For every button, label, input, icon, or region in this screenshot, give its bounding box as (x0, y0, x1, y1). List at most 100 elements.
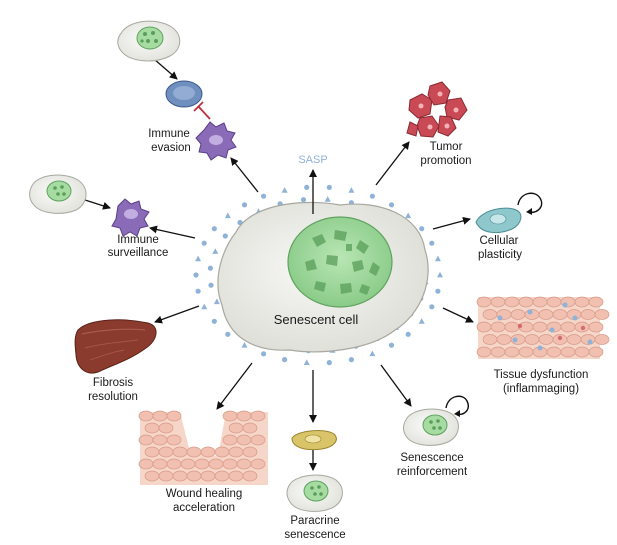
sasp-factor (388, 342, 395, 348)
tumor-promotion-group: Tumor promotion (406, 81, 472, 167)
tissue-cell (546, 296, 562, 308)
arrow-immune-evasion (230, 157, 259, 193)
tissue-cell (594, 334, 610, 345)
arrow-left-cell-to-macrophage (84, 199, 111, 210)
wound-tissue-cell (158, 446, 174, 458)
wound-tissue-cell (172, 470, 188, 482)
sasp-factor (195, 288, 201, 294)
sasp-factor (282, 357, 288, 363)
arrow-tissue-dysfunction (442, 307, 474, 323)
wound-tissue-cell (166, 458, 182, 470)
senescence-reinforcement-group: Senescence reinforcement (397, 395, 469, 478)
tissue-cell (574, 346, 590, 358)
wound-tissue-cell (208, 458, 224, 470)
sasp-factor (303, 359, 310, 366)
wound-tissue-cell (250, 434, 266, 446)
senescent-cell-small-top-icon (117, 20, 181, 62)
sasp-label: SASP (298, 154, 327, 166)
wound-tissue-cell (194, 458, 210, 470)
wound-tissue-cell (166, 410, 182, 422)
wound-tissue-cell (186, 470, 202, 482)
tissue-cell (490, 346, 506, 358)
tissue-cell (504, 296, 520, 308)
tissue-cell (546, 346, 562, 358)
sasp-factor (304, 184, 310, 190)
sasp-factor (281, 187, 288, 193)
tissue-cell (482, 334, 498, 345)
immune-surveillance-label-1: Immune (117, 234, 159, 246)
sasp-factor (437, 271, 443, 278)
wound-tissue-cell (242, 446, 258, 458)
tissue-cell (588, 296, 604, 308)
senescence-reinforcement-label-1: Senescence (400, 452, 463, 464)
sasp-factor (212, 248, 219, 254)
senescence-reinforcement-label-2: reinforcement (397, 466, 468, 478)
tissue-cell (532, 321, 548, 333)
fibrosis-resolution-label-2: resolution (88, 391, 138, 403)
wound-tissue-cell (242, 422, 258, 434)
tissue-cell (524, 334, 540, 345)
liver-icon (74, 319, 157, 374)
tissue-cell (594, 309, 610, 320)
tissue-cell (490, 296, 506, 308)
sasp-factor (388, 202, 395, 208)
sasp-factor (201, 303, 208, 310)
wound-tissue-cell (186, 446, 202, 458)
sasp-factor (419, 226, 425, 232)
tissue-cell (476, 296, 492, 308)
tissue-cell (538, 334, 554, 345)
inhibition-icon (193, 101, 211, 120)
sasp-factor (207, 265, 213, 271)
sasp-factor (435, 288, 441, 294)
wound-tissue-cell (144, 422, 160, 434)
wound-tissue-icon (138, 410, 268, 485)
sasp-factor (405, 212, 412, 219)
wound-tissue-cell (200, 446, 216, 458)
nucleus (287, 216, 393, 308)
wound-tissue-cell (158, 422, 174, 434)
wound-tissue-cell (236, 410, 252, 422)
tissue-cell (580, 309, 596, 320)
sasp-factor (241, 202, 248, 208)
cellular-plasticity-group: Cellular plasticity (475, 192, 543, 261)
wound-healing-group: Wound healing acceleration (138, 410, 268, 514)
tissue-cell (482, 309, 498, 320)
wound-tissue-cell (166, 434, 182, 446)
sasp-factor (300, 197, 307, 203)
immune-surveillance-group: Immune surveillance (29, 174, 168, 259)
macrophage-icon (195, 121, 237, 161)
wound-tissue-cell (222, 410, 238, 422)
tissue-cell (588, 346, 604, 358)
wound-tissue-cell (236, 434, 252, 446)
paracrine-senescence-group: Paracrine senescence (284, 430, 346, 541)
wound-tissue-cell (242, 470, 258, 482)
tissue-cell (504, 321, 520, 333)
tissue-dysfunction-label-2: (inflammaging) (503, 383, 579, 395)
arrows (84, 58, 474, 471)
wound-tissue-cell (236, 458, 252, 470)
wound-tissue-cell (222, 434, 238, 446)
sasp-factor (326, 184, 332, 190)
wound-tissue-cell (214, 446, 230, 458)
senescent-cell-small-right-icon (403, 408, 459, 446)
wound-tissue-cell (250, 458, 266, 470)
sasp-factor (369, 193, 375, 199)
arrow-tumor-promotion (375, 141, 410, 186)
tissue-cell (560, 346, 576, 358)
tissue-cell (538, 309, 554, 320)
sasp-factor (348, 357, 354, 363)
wound-tissue-cell (228, 422, 244, 434)
wound-tissue-cell (228, 470, 244, 482)
sasp-factor (326, 360, 332, 366)
senescent-cell: Senescent cell (217, 201, 429, 353)
sasp-factor (195, 255, 202, 262)
fibroblast-icon (475, 207, 522, 234)
sasp-factor (324, 196, 331, 202)
arrow-top-cell-to-tcell (153, 58, 178, 80)
tumor-promotion-label-1: Tumor (430, 141, 463, 153)
wound-tissue-cell (144, 446, 160, 458)
tissue-cell (476, 321, 492, 333)
wound-healing-label-2: acceleration (173, 502, 235, 514)
tissue-cell (510, 309, 526, 320)
